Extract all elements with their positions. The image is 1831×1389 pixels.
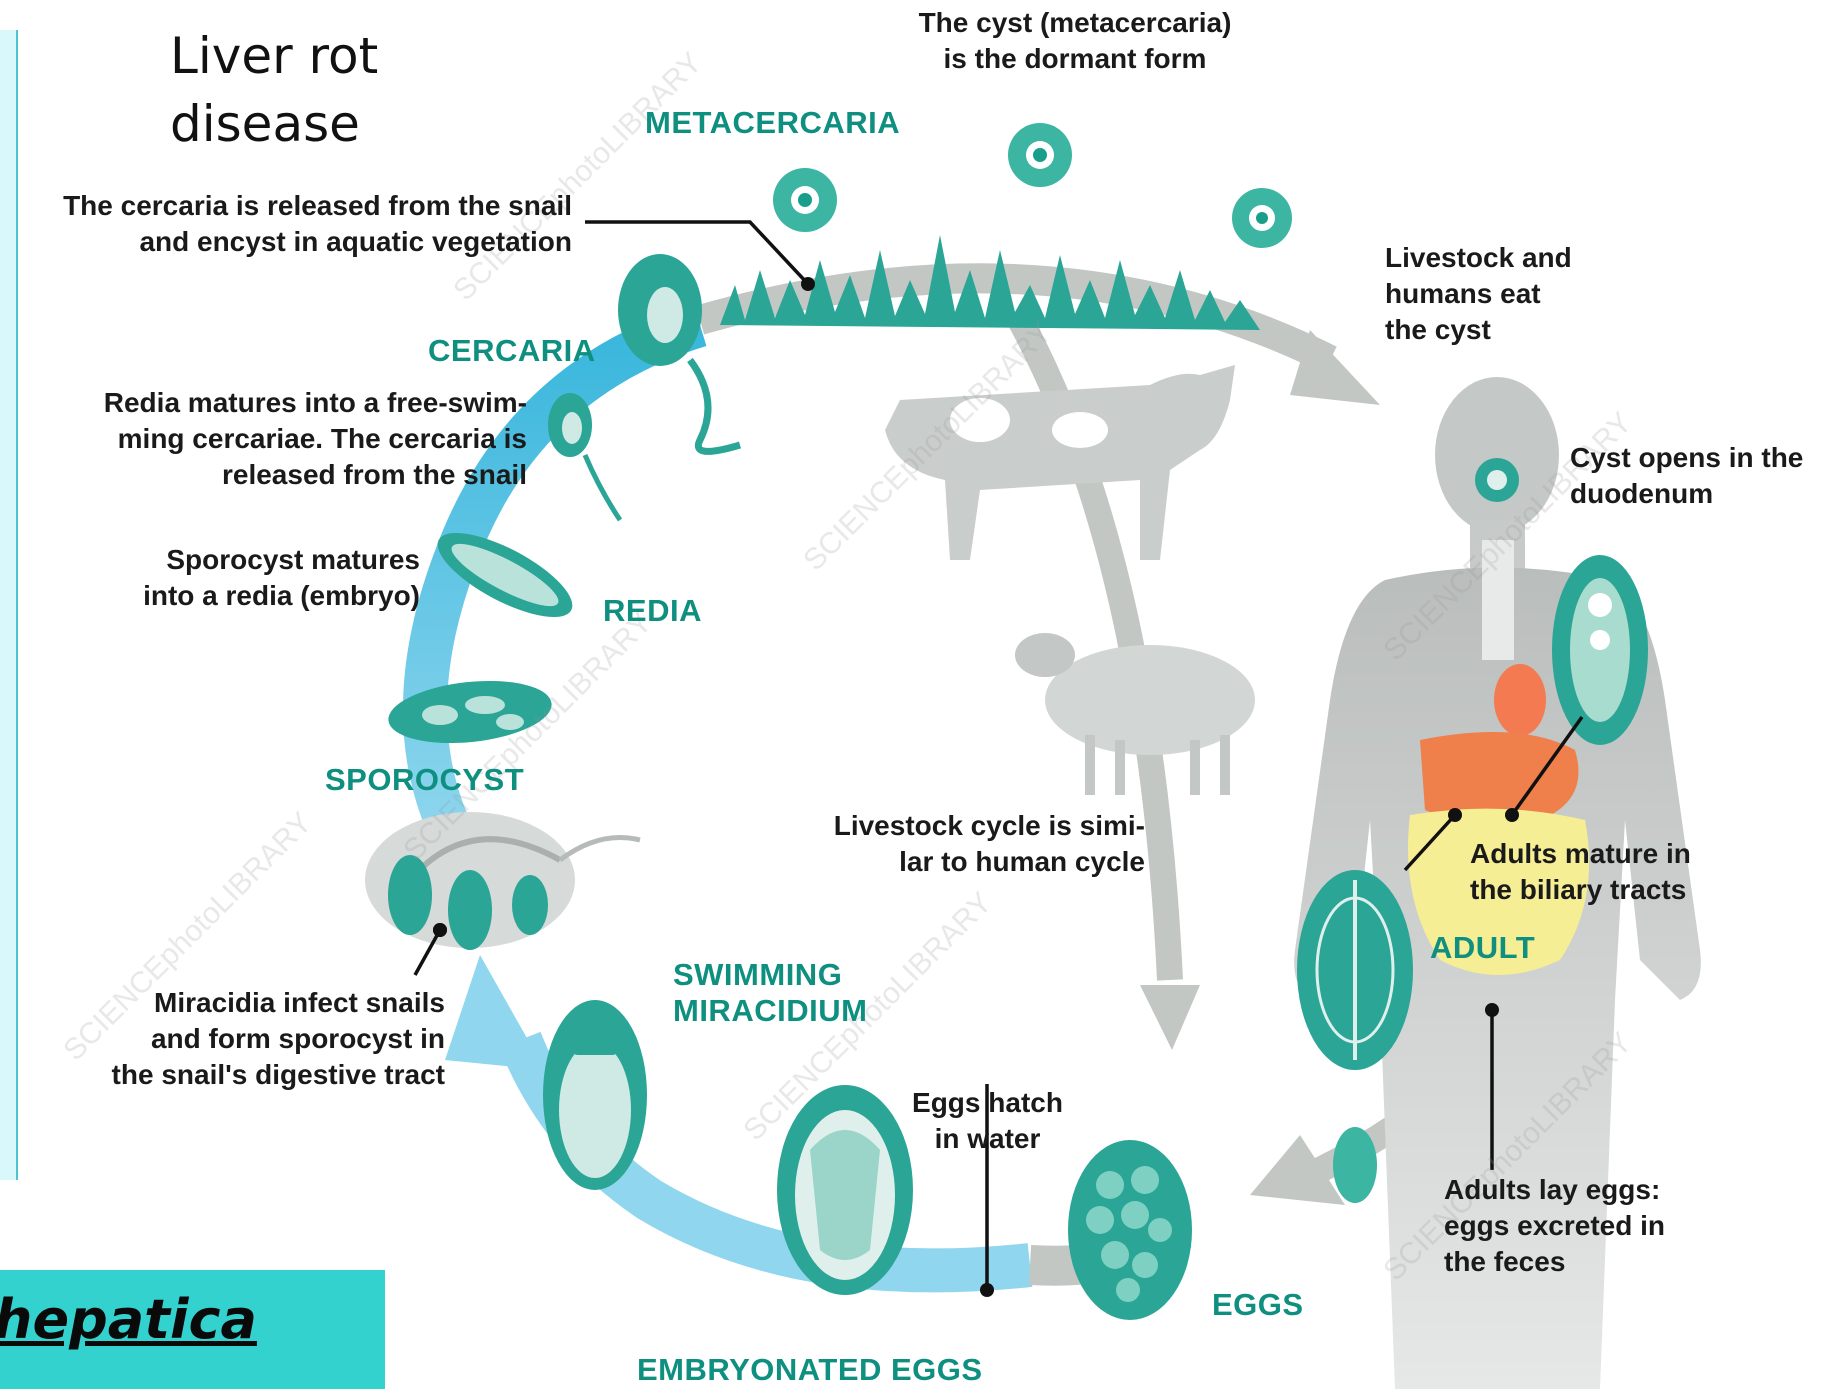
note-line: the cyst [1385, 312, 1572, 348]
note-adults-mature: Adults mature in the biliary tracts [1470, 836, 1691, 908]
swimming-miracidium [543, 1000, 647, 1190]
note-livestock-humans: Livestock and humans eat the cyst [1385, 240, 1572, 348]
note-line: the biliary tracts [1470, 872, 1691, 908]
note-cercaria-released: The cercaria is released from the snail … [0, 188, 572, 260]
species-name: hepatica [0, 1288, 257, 1351]
note-line: Redia matures into a free-swim- [0, 385, 527, 421]
gray-livestock-arrowhead [1140, 985, 1200, 1050]
stage-sporocyst: SPOROCYST [325, 762, 524, 798]
note-line: and form sporocyst in [0, 1021, 445, 1057]
sheep-silhouette [1015, 633, 1255, 795]
note-line: is the dormant form [875, 41, 1275, 77]
note-line: in water [880, 1121, 1095, 1157]
leader-cercaria-release [585, 222, 808, 284]
note-line: released from the snail [0, 457, 527, 493]
note-line: Cyst opens in the [1570, 440, 1803, 476]
note-line: The cercaria is released from the snail [0, 188, 572, 224]
stage-eggs: EGGS [1212, 1287, 1304, 1323]
note-line: into a redia (embryo) [0, 578, 420, 614]
note-line: lar to human cycle [760, 844, 1145, 880]
note-line: eggs excreted in [1444, 1208, 1665, 1244]
note-line: duodenum [1570, 476, 1803, 512]
cow-silhouette [885, 365, 1235, 560]
note-eggs-hatch: Eggs hatch in water [880, 1085, 1095, 1157]
blue-arrowhead [445, 955, 545, 1070]
note-cyst-dormant: The cyst (metacercaria) is the dormant f… [875, 5, 1275, 77]
stage-swimming: SWIMMING [673, 957, 867, 993]
note-line: and encyst in aquatic vegetation [0, 224, 572, 260]
note-line: ming cercariae. The cercaria is [0, 421, 527, 457]
species-box: hepatica [0, 1270, 385, 1389]
stage-miracidium: MIRACIDIUM [673, 993, 867, 1029]
stage-cercaria: CERCARIA [428, 333, 596, 369]
stage-metacercaria: METACERCARIA [645, 105, 900, 141]
note-line: the snail's digestive tract [0, 1057, 445, 1093]
note-cyst-opens: Cyst opens in the duodenum [1570, 440, 1803, 512]
note-livestock-cycle: Livestock cycle is simi- lar to human cy… [760, 808, 1145, 880]
note-line: Eggs hatch [880, 1085, 1095, 1121]
metacercaria-cysts [773, 123, 1292, 248]
stage-swimming-miracidium: SWIMMING MIRACIDIUM [673, 957, 867, 1029]
note-sporocyst-matures: Sporocyst matures into a redia (embryo) [0, 542, 420, 614]
note-line: The cyst (metacercaria) [875, 5, 1275, 41]
stage-embryonated-eggs: EMBRYONATED EGGS [637, 1352, 983, 1388]
stage-adult: ADULT [1430, 930, 1535, 966]
stage-redia: REDIA [603, 593, 702, 629]
note-line: Miracidia infect snails [0, 985, 445, 1021]
note-line: Livestock and [1385, 240, 1572, 276]
note-redia-matures: Redia matures into a free-swim- ming cer… [0, 385, 527, 493]
note-adults-lay: Adults lay eggs: eggs excreted in the fe… [1444, 1172, 1665, 1280]
note-line: humans eat [1385, 276, 1572, 312]
note-line: Sporocyst matures [0, 542, 420, 578]
note-line: Adults mature in [1470, 836, 1691, 872]
snail [365, 812, 640, 950]
note-miracidia-infect: Miracidia infect snails and form sporocy… [0, 985, 445, 1093]
note-line: Livestock cycle is simi- [760, 808, 1145, 844]
note-line: Adults lay eggs: [1444, 1172, 1665, 1208]
note-line: the feces [1444, 1244, 1665, 1280]
